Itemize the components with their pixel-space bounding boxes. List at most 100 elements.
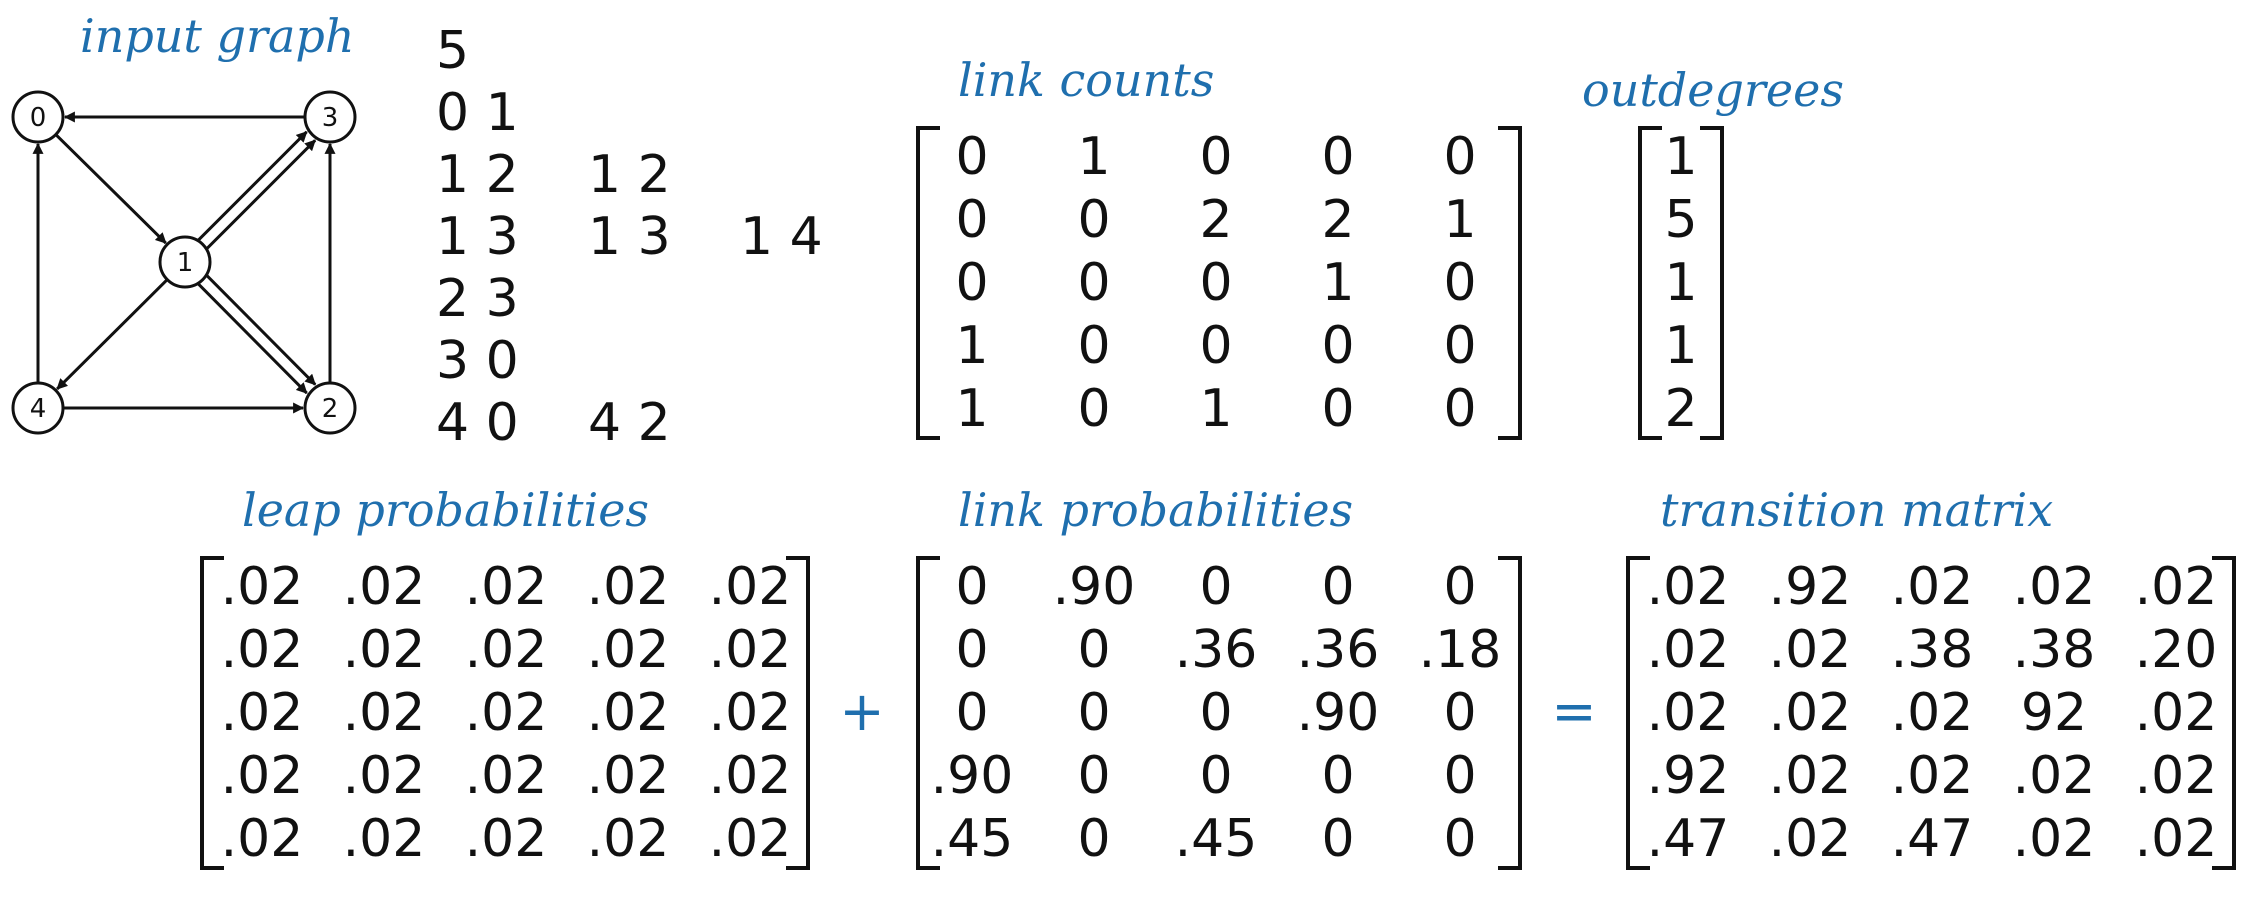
vector-cell: 2 [1664,379,1697,439]
matrix-cell: .18 [1419,620,1502,680]
matrix-cell: 0 [1199,253,1232,313]
matrix-cell: 1 [955,316,988,376]
matrix-bracket-right [1700,126,1724,440]
matrix-cell: .02 [2135,746,2218,806]
matrix-cell: 92 [2021,683,2087,743]
graph-node-label: 3 [322,103,339,133]
matrix-cell: 0 [1443,809,1476,869]
matrix-cell: 0 [1321,127,1354,187]
matrix-cell: 0 [955,190,988,250]
matrix-cell: .02 [1769,746,1852,806]
matrix-cell: 0 [1077,316,1110,376]
matrix-cell: 0 [1443,746,1476,806]
matrix-cell: .02 [587,557,670,617]
input-file-edge: 2 3 [436,269,519,329]
matrix-cell: 0 [1443,557,1476,617]
matrix-cell: .02 [221,620,304,680]
matrix-cell: 0 [955,557,988,617]
graph-edge-1-2 [205,274,317,386]
matrix-cell: .02 [587,683,670,743]
matrix-cell: 1 [1321,253,1354,313]
graph-node-label: 0 [30,103,47,133]
graph-node-2 [303,381,357,435]
graph-node-0 [11,90,65,144]
matrix-cell: 0 [1077,379,1110,439]
graph-node-3 [303,90,357,144]
matrix-cell: .20 [2135,620,2218,680]
matrix-cell: .90 [931,746,1014,806]
matrix-cell: 0 [1199,557,1232,617]
matrix-cell: .02 [587,746,670,806]
matrix-cell: .90 [1297,683,1380,743]
matrix-cell: 0 [955,253,988,313]
input-file-edge: 4 0 [436,393,519,453]
input-graph-label: input graph [80,9,354,63]
input-file-edge: 1 3 [436,207,519,267]
matrix-cell: .02 [343,809,426,869]
matrix-bracket-left [916,126,940,440]
matrix-cell: .02 [709,746,792,806]
input-file-edge: 1 3 [588,207,671,267]
matrix-cell: .90 [1053,557,1136,617]
matrix-cell: 0 [1077,620,1110,680]
graph-node-label: 4 [30,394,47,424]
matrix-cell: 0 [955,620,988,680]
matrix-cell: .02 [465,620,548,680]
matrix-cell: .02 [465,557,548,617]
matrix-cell: .02 [709,557,792,617]
matrix-cell: .02 [1891,683,1974,743]
matrix-cell: .02 [343,746,426,806]
matrix-cell: .02 [343,557,426,617]
matrix-bracket-right [1498,556,1522,870]
leap-probabilities-label: leap probabilities [242,483,649,537]
matrix-cell: .02 [2013,746,2096,806]
input-file-edge: 4 2 [588,393,671,453]
matrix-cell: 1 [1199,379,1232,439]
graph-edge-0-1 [54,133,167,245]
matrix-cell: 2 [1199,190,1232,250]
matrix-cell: .02 [465,809,548,869]
matrix-cell: .36 [1297,620,1380,680]
matrix-cell: 0 [1443,316,1476,376]
matrix-cell: .47 [1891,809,1974,869]
input-file-vertex-count: 5 [436,21,469,81]
matrix-cell: 0 [1077,809,1110,869]
matrix-cell: 0 [1321,557,1354,617]
graph-node-label: 1 [177,248,194,278]
matrix-cell: 0 [1199,316,1232,376]
matrix-cell: 0 [1077,190,1110,250]
matrix-cell: 0 [1321,379,1354,439]
matrix-cell: .02 [1769,809,1852,869]
matrix-bracket-right [2212,556,2236,870]
matrix-cell: .02 [465,746,548,806]
matrix-cell: .02 [221,557,304,617]
matrix-cell: .02 [1769,683,1852,743]
matrix-cell: 0 [1321,316,1354,376]
input-file-edge: 3 0 [436,331,519,391]
matrix-bracket-right [1498,126,1522,440]
matrix-cell: .02 [221,746,304,806]
leap-probabilities-matrix: .02.02.02.02.02.02.02.02.02.02.02.02.02.… [200,556,810,870]
plus-operator: + [839,680,884,743]
matrix-cell: .02 [343,620,426,680]
matrix-cell: .02 [587,620,670,680]
matrix-bracket-left [916,556,940,870]
matrix-cell: 0 [955,683,988,743]
link-probabilities-label: link probabilities [958,483,1353,537]
matrix-bracket-left [1626,556,1650,870]
matrix-cell: 0 [1077,683,1110,743]
graph-edge-1-3 [197,130,308,242]
matrix-cell: 2 [1321,190,1354,250]
matrix-cell: .02 [2135,809,2218,869]
vector-cell: 5 [1664,190,1697,250]
matrix-cell: 0 [1199,746,1232,806]
matrix-cell: .02 [221,809,304,869]
matrix-cell: 0 [1443,127,1476,187]
matrix-cell: 1 [1443,190,1476,250]
matrix-cell: .02 [709,683,792,743]
graph-edges [32,111,336,414]
